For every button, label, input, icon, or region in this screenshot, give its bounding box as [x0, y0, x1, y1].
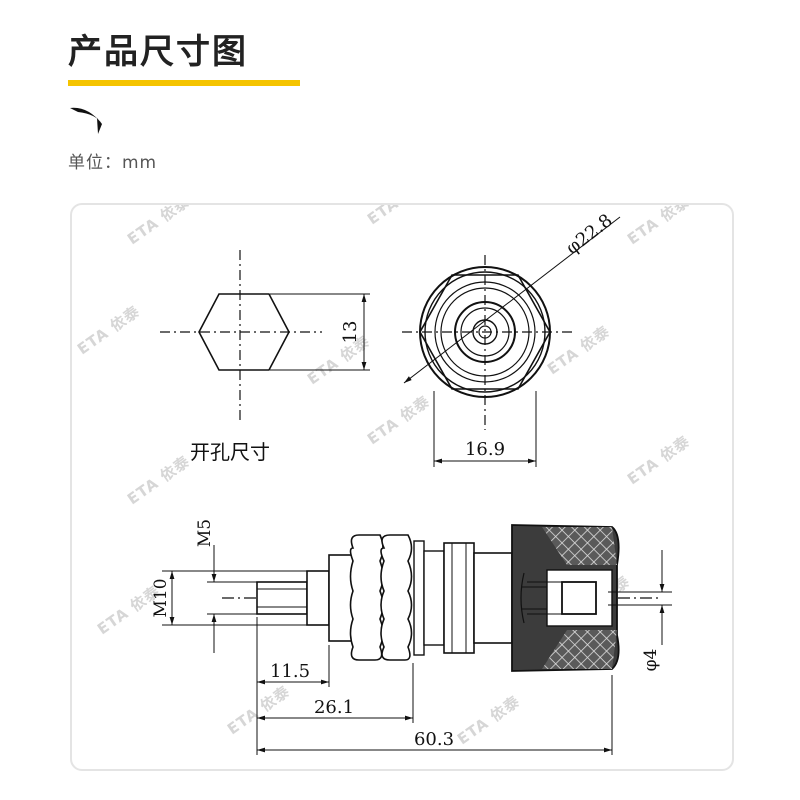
swoosh-logo-icon: [70, 107, 102, 134]
watermark: ETA 依泰: [364, 205, 433, 228]
stud-length-dimension: 11.5: [270, 661, 310, 682]
watermark: ETA 依泰: [124, 205, 193, 248]
side-view: [162, 524, 672, 755]
title-underline: [68, 80, 300, 86]
pin-diameter-dimension: φ4: [641, 649, 661, 672]
thread-label: M5: [195, 519, 215, 547]
hex-nut-outline: [419, 274, 551, 390]
hex-cutout: [198, 293, 290, 371]
watermark: ETA 依泰: [624, 205, 693, 248]
stud-pin: [256, 581, 308, 615]
thread-length-dimension: 26.1: [314, 697, 354, 718]
watermark: ETA 依泰: [364, 392, 433, 448]
socket-hole: [561, 581, 597, 615]
unit-label: 单位：mm: [68, 153, 158, 173]
drawing-panel: ETA 依泰 ETA 依泰 ETA 依泰 ETA 依泰 ETA 依泰 ETA 依…: [70, 203, 734, 771]
hex-nut-inner: [380, 534, 413, 661]
outer-diameter-dimension: φ22.8: [562, 210, 616, 259]
panel-hole-view: [160, 250, 370, 420]
panel-hole-caption: 开孔尺寸: [190, 440, 270, 464]
watermark: ETA 依泰: [544, 322, 613, 378]
hex-height-dimension: 13: [340, 321, 361, 344]
watermark: ETA 依泰: [304, 332, 373, 388]
total-length-dimension: 60.3: [414, 729, 454, 750]
watermark: ETA 依泰: [124, 452, 193, 508]
outer-thread-label: M10: [151, 578, 171, 617]
thread-section: [328, 554, 354, 642]
watermark: ETA 依泰: [454, 692, 523, 748]
hex-nut-outer: [349, 534, 384, 661]
hex-width-dimension: 16.9: [465, 439, 505, 460]
watermark: ETA 依泰: [624, 432, 693, 488]
watermark: ETA 依泰: [224, 682, 293, 738]
page-title: 产品尺寸图: [68, 32, 248, 72]
watermark: ETA 依泰: [74, 302, 143, 358]
front-view: [402, 216, 621, 467]
